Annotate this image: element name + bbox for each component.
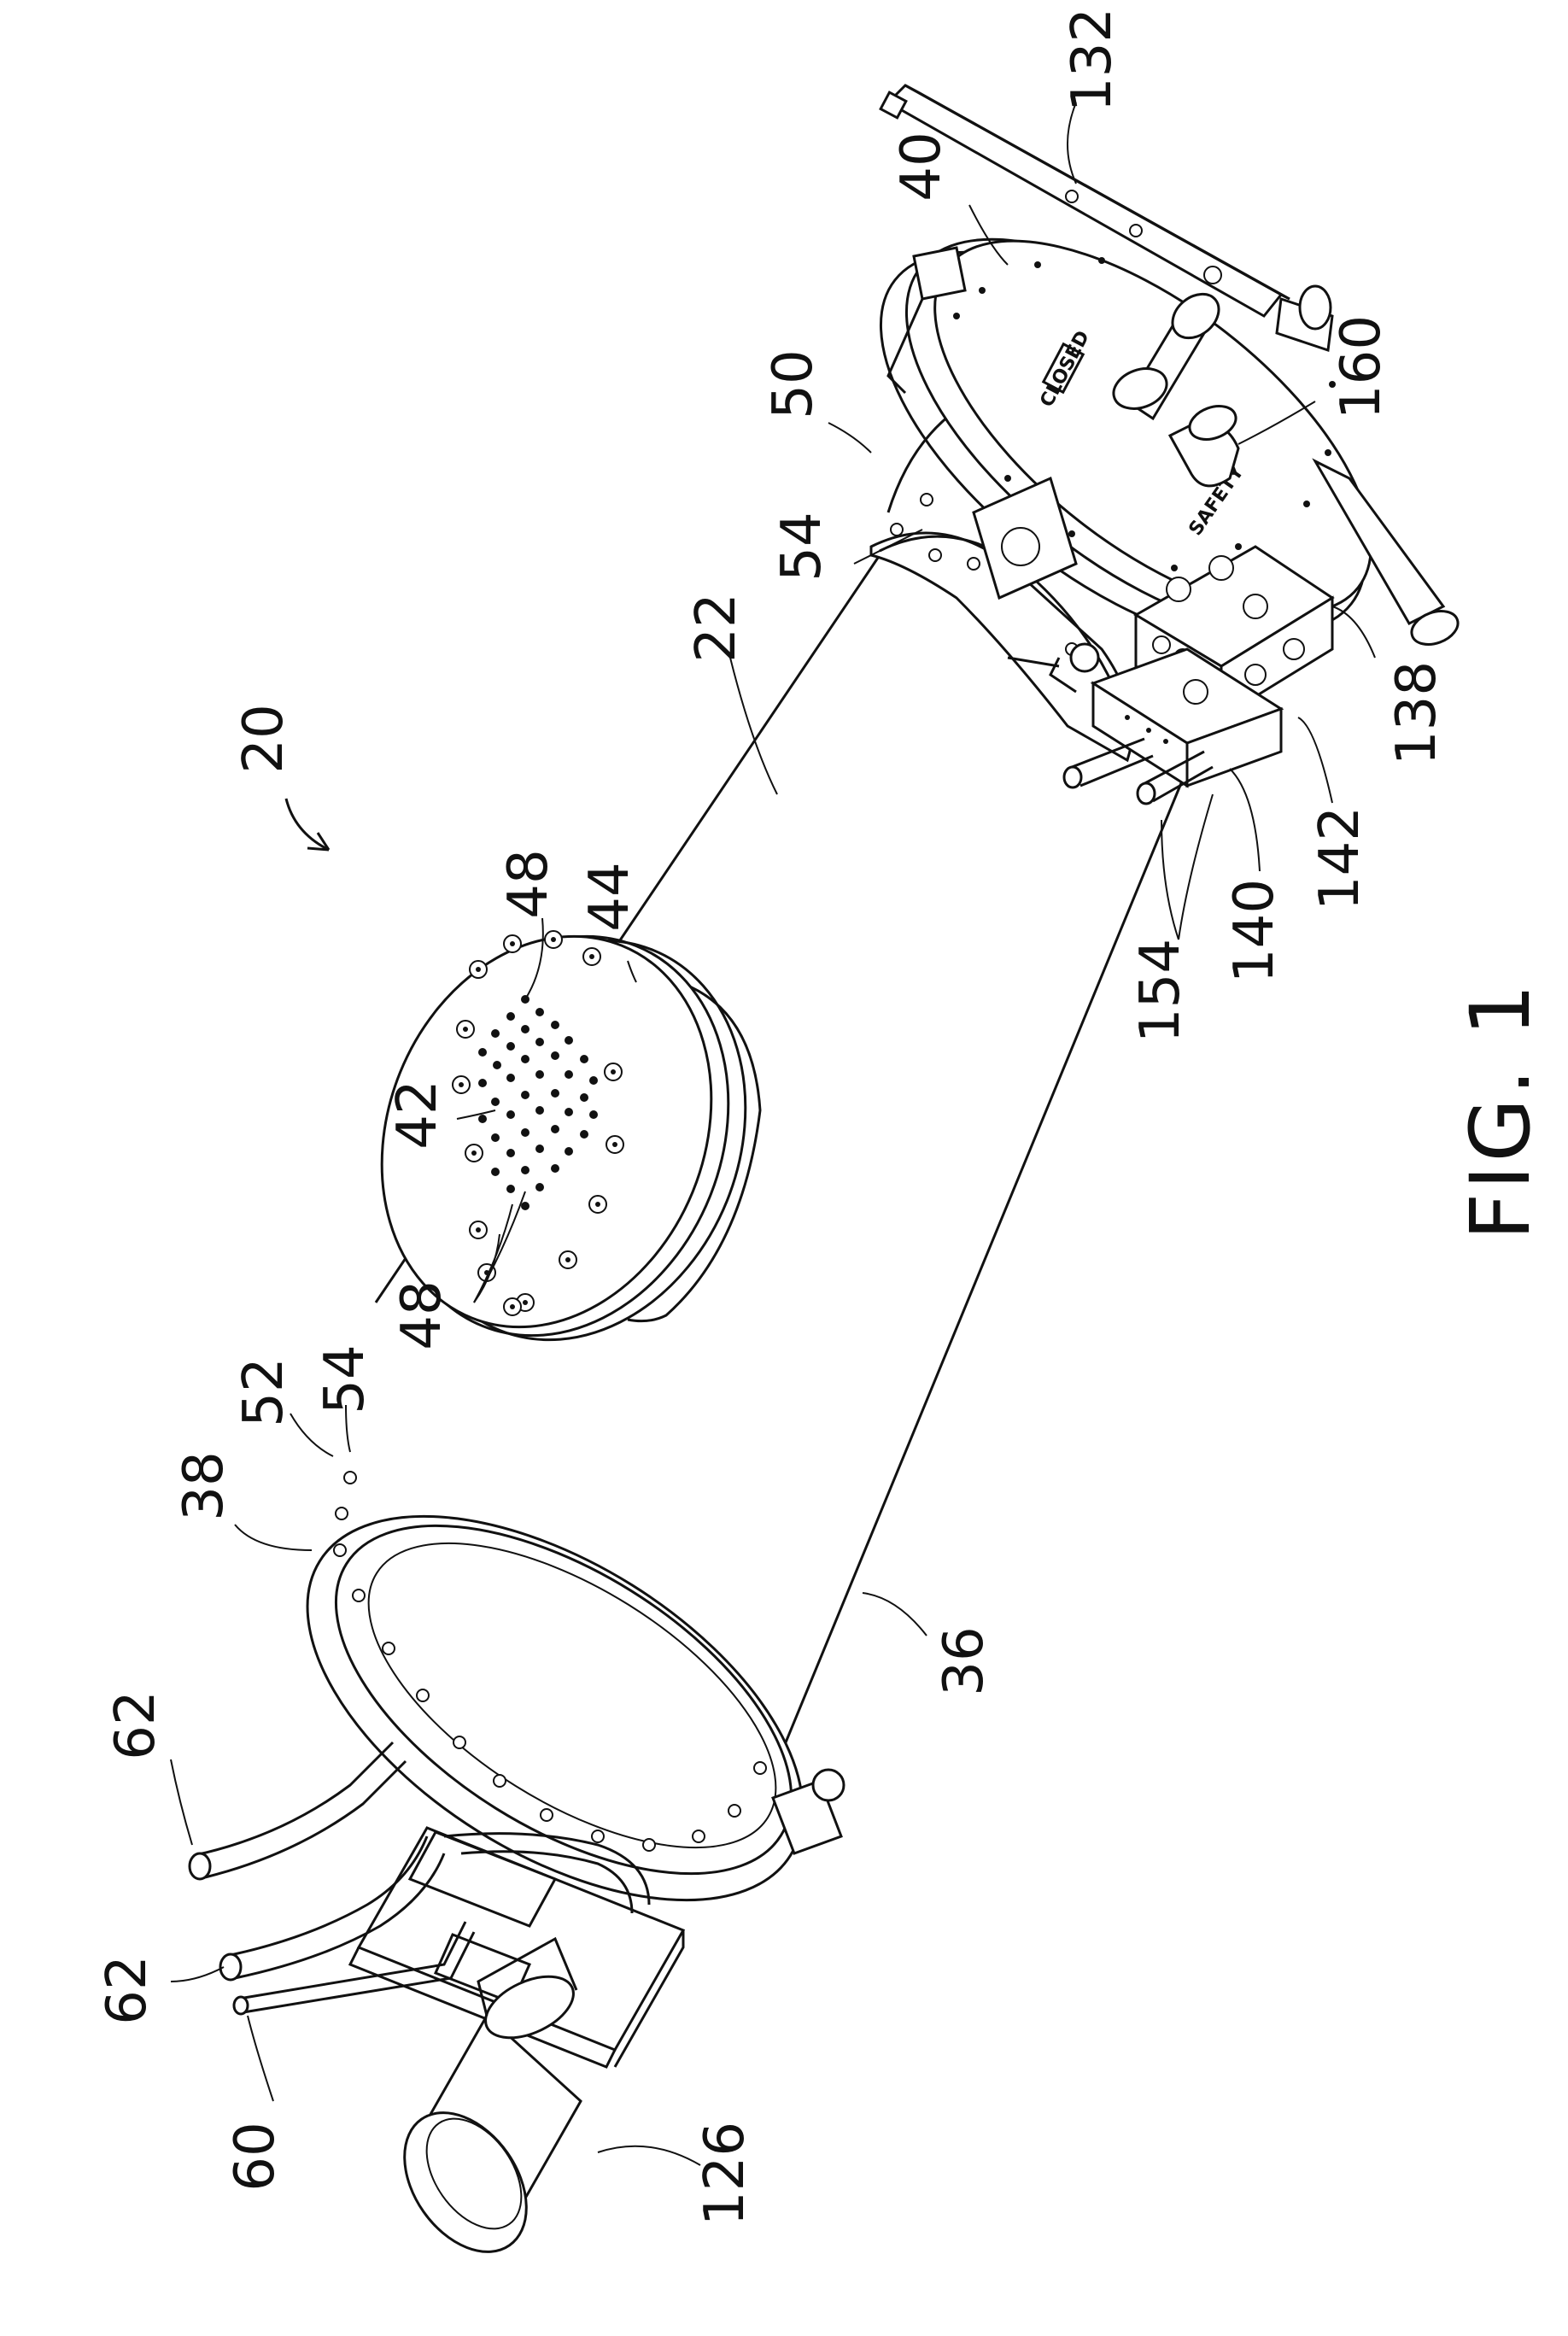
- ref-48-top: 48: [497, 849, 560, 918]
- ref-52: 52: [232, 1357, 295, 1426]
- ref-44: 44: [578, 862, 641, 931]
- ref-38: 38: [173, 1451, 236, 1520]
- ref-132: 132: [1061, 8, 1124, 112]
- motor: [379, 2016, 581, 2275]
- ref-154: 154: [1129, 939, 1192, 1043]
- ref-140: 140: [1223, 879, 1286, 983]
- ref-54-left: 54: [313, 1344, 377, 1414]
- reference-numerals: 20 22 36 38 40 42 44 48 48 50 54 54 52 6…: [96, 8, 1448, 2226]
- ref-142: 142: [1308, 806, 1372, 910]
- ref-50: 50: [762, 349, 825, 419]
- ref-42: 42: [386, 1080, 449, 1149]
- ref-138: 138: [1385, 661, 1448, 765]
- ref-54-right: 54: [770, 512, 834, 581]
- ref-20: 20: [232, 704, 295, 773]
- figure-caption: FIG. 1: [1453, 981, 1548, 1240]
- ref-48-bottom: 48: [390, 1280, 453, 1349]
- ref-160: 160: [1330, 315, 1393, 419]
- ref-22: 22: [685, 593, 748, 662]
- ref-62-lower: 62: [96, 1955, 159, 2024]
- ref-126: 126: [693, 2122, 757, 2226]
- ref-62-upper: 62: [104, 1690, 167, 1759]
- ref-36: 36: [933, 1626, 996, 1695]
- ref-40: 40: [890, 132, 953, 201]
- tube-62-upper: [190, 1742, 406, 1879]
- ref-60: 60: [224, 2122, 287, 2191]
- right-end-cover: CLOSED SAFETY: [816, 167, 1431, 717]
